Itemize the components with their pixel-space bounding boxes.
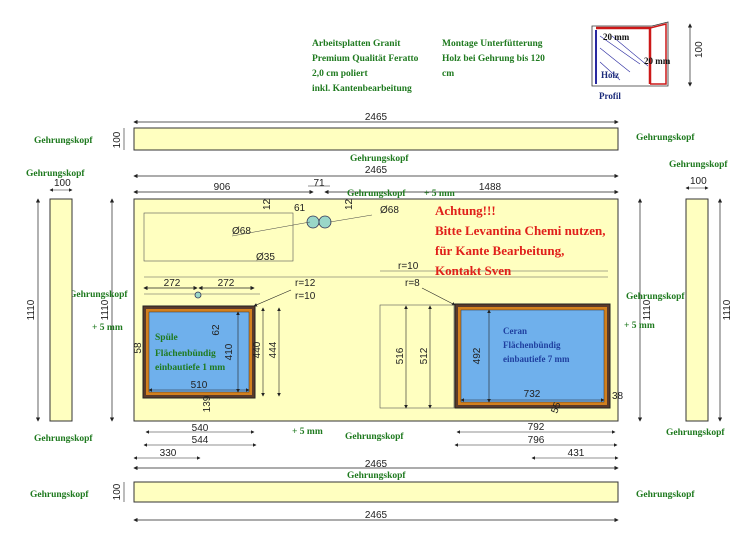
dim-61: 61 xyxy=(294,203,306,214)
right-strip-height: 1110 xyxy=(722,299,733,320)
dim-38: 38 xyxy=(612,391,624,402)
profile-sketch: 20 mm 20 mm Holz Profil 100 xyxy=(591,21,705,101)
top-strip-height: 100 xyxy=(112,131,123,148)
gehrungskopf-label: Gehrungskopf xyxy=(345,432,404,442)
main-height-left: 1110 xyxy=(100,299,111,320)
bottom-strip-height: 100 xyxy=(112,483,123,500)
gehrungskopf-label: Gehrungskopf xyxy=(69,290,128,300)
sink-basin xyxy=(148,311,250,393)
dim-512: 512 xyxy=(419,347,430,364)
warning-line-1: Achtung!!! xyxy=(435,203,496,218)
bottom-strip-length: 2465 xyxy=(365,510,388,521)
gehrungskopf-label: Gehrungskopf xyxy=(347,471,406,481)
montage-note-3: cm xyxy=(442,69,454,79)
warning-line-3: für Kante Bearbeitung, xyxy=(435,243,564,258)
radius-r8: r=8 xyxy=(405,278,420,289)
gehrungskopf-label: Gehrungskopf xyxy=(666,428,725,438)
gehrungskopf-label: Gehrungskopf xyxy=(34,434,93,444)
dim-139: 139 xyxy=(202,395,213,412)
dim-o68a: Ø68 xyxy=(232,226,251,237)
dim-732: 732 xyxy=(524,389,541,400)
dim-510: 510 xyxy=(191,380,208,391)
gehrungskopf-label: Gehrungskopf xyxy=(636,133,695,143)
ceran-label-1: Ceran xyxy=(503,326,527,336)
left-side-strip: Gehrungskopf 100 1110 Gehrungskopf xyxy=(26,169,93,444)
gehrungskopf-label: Gehrungskopf xyxy=(669,160,728,170)
tap-hole-right xyxy=(318,215,332,229)
plus5-label: + 5 mm xyxy=(424,189,455,199)
gehrungskopf-label: Gehrungskopf xyxy=(347,189,406,199)
dim-12b: 12 xyxy=(344,198,355,210)
gehrungskopf-label: Gehrungskopf xyxy=(26,169,85,179)
dim-58: 58 xyxy=(133,342,144,354)
right-strip-width: 100 xyxy=(690,176,707,187)
ceran-label-2: Flächenbündig xyxy=(503,340,561,350)
dim-792: 792 xyxy=(528,422,545,433)
dim-12a: 12 xyxy=(262,198,273,210)
gehrungskopf-label: Gehrungskopf xyxy=(350,154,409,164)
material-note-4: inkl. Kantenbearbeitung xyxy=(312,84,412,94)
dim-272a: 272 xyxy=(164,278,181,289)
radius-r10a: r=10 xyxy=(295,291,316,302)
dim-431: 431 xyxy=(568,448,585,459)
dim-272b: 272 xyxy=(218,278,235,289)
dim-540: 540 xyxy=(192,423,209,434)
profile-height-label: 100 xyxy=(694,41,705,58)
dim-516: 516 xyxy=(395,347,406,364)
top-strip: 2465 100 Gehrungskopf Gehrungskopf Gehru… xyxy=(34,112,695,164)
dim-906: 906 xyxy=(214,182,231,193)
dim-o68b: Ø68 xyxy=(380,205,399,216)
dim-55: 55 xyxy=(549,400,563,415)
dim-330: 330 xyxy=(160,448,177,459)
dim-62: 62 xyxy=(211,324,222,336)
plus5-label: + 5 mm xyxy=(292,427,323,437)
gehrungskopf-label: Gehrungskopf xyxy=(626,292,685,302)
gehrungskopf-label: Gehrungskopf xyxy=(34,136,93,146)
gehrungskopf-label: Gehrungskopf xyxy=(30,490,89,500)
dim-71: 71 xyxy=(313,178,325,189)
profile-holz-label: Holz xyxy=(601,70,619,80)
dim-440: 440 xyxy=(252,341,263,358)
dim-410: 410 xyxy=(224,343,235,360)
warning-line-2: Bitte Levantina Chemi nutzen, xyxy=(435,223,605,238)
main-height-right: 1110 xyxy=(642,299,653,320)
dim-1488: 1488 xyxy=(479,182,502,193)
profile-label: Profil xyxy=(599,91,621,101)
warning-line-4: Kontakt Sven xyxy=(435,263,512,278)
left-strip-height: 1110 xyxy=(26,299,37,320)
dim-544: 544 xyxy=(192,435,209,446)
plus5-label: + 5 mm xyxy=(92,323,123,333)
profile-top-label: 20 mm xyxy=(603,32,630,42)
main-length-bottom: 2465 xyxy=(365,459,388,470)
sink-label-2: Flächenbündig xyxy=(155,349,216,359)
left-strip-width: 100 xyxy=(54,178,71,189)
main-length-top: 2465 xyxy=(365,165,388,176)
top-strip-length: 2465 xyxy=(365,112,388,123)
material-note-3: 2,0 cm poliert xyxy=(312,69,369,79)
radius-r12: r=12 xyxy=(295,278,316,289)
bottom-strip: 100 Gehrungskopf Gehrungskopf 2465 xyxy=(30,481,695,523)
dim-796: 796 xyxy=(528,435,545,446)
dim-444: 444 xyxy=(268,341,279,358)
radius-r10b: r=10 xyxy=(398,261,419,272)
small-hole xyxy=(194,291,202,299)
material-note-1: Arbeitsplatten Granit xyxy=(312,39,401,49)
dim-o35: Ø35 xyxy=(256,252,275,263)
plus5-label: + 5 mm xyxy=(624,321,655,331)
gehrungskopf-label: Gehrungskopf xyxy=(636,490,695,500)
profile-right-label: 20 mm xyxy=(644,56,671,66)
sink-label-3: einbautiefe 1 mm xyxy=(155,363,225,373)
right-side-strip: Gehrungskopf 100 1110 Gehrungskopf xyxy=(666,160,733,438)
dim-492: 492 xyxy=(472,347,483,364)
ceran-cooktop xyxy=(460,309,605,403)
montage-note-1: Montage Unterfütterung xyxy=(442,39,543,49)
montage-note-2: Holz bei Gehrung bis 120 xyxy=(442,54,545,64)
ceran-label-3: einbautiefe 7 mm xyxy=(503,354,570,364)
sink-label-1: Spüle xyxy=(155,333,178,343)
material-note-2: Premium Qualität Feratto xyxy=(312,54,419,64)
